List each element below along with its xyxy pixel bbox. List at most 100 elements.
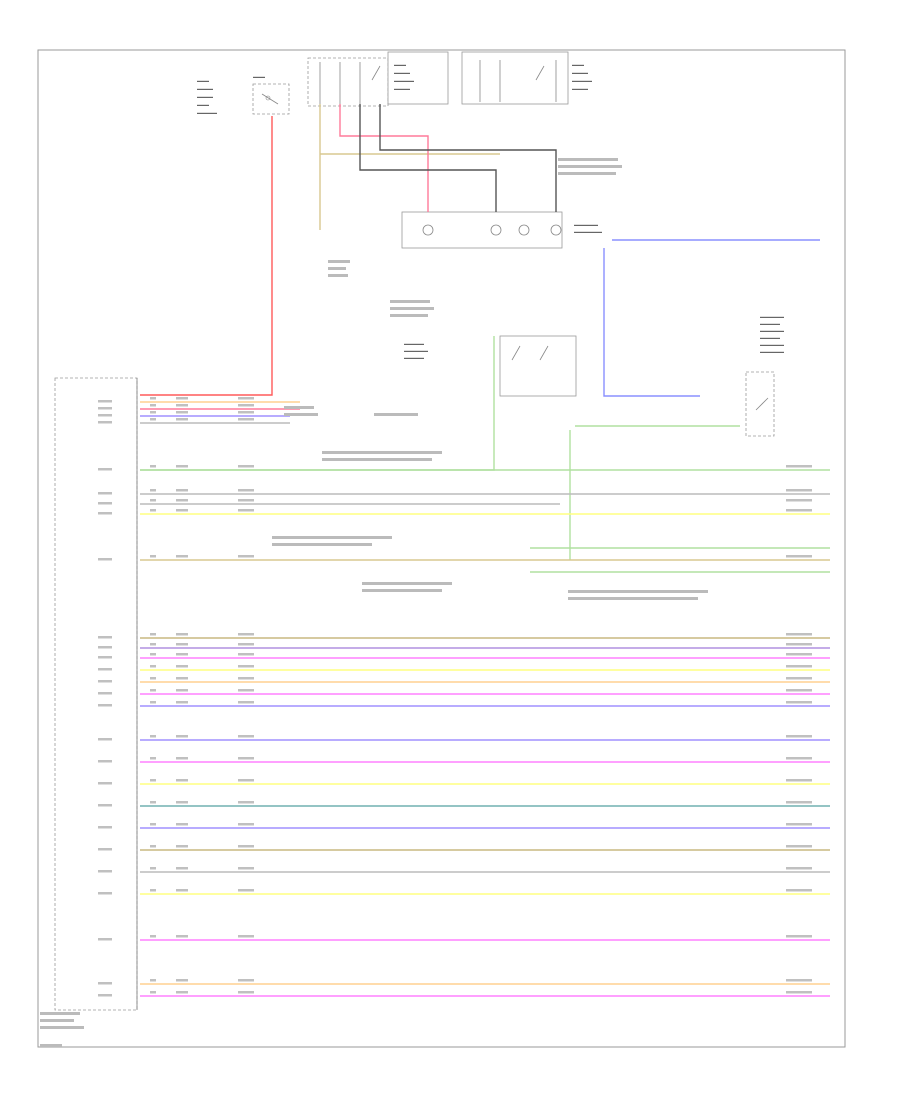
wire-end-label-bar (786, 677, 812, 680)
module-pin-name-bar (98, 704, 112, 707)
pin-label-bar (150, 935, 156, 938)
svg-text:▬▬▬: ▬▬▬ (197, 102, 209, 107)
pin-label-bar (238, 735, 254, 738)
pin-label-bar (176, 489, 188, 492)
pin-label-bar (176, 991, 188, 994)
wire-end-label-bar (786, 701, 812, 704)
svg-text:▬▬▬: ▬▬▬ (253, 74, 265, 79)
module-pin-name-bar (98, 738, 112, 741)
pin-label-bar (238, 677, 254, 680)
svg-text:▬▬▬▬: ▬▬▬▬ (197, 94, 213, 99)
pin-label-bar (176, 665, 188, 668)
wire-end-label-bar (786, 509, 812, 512)
pin-label-bar (176, 979, 188, 982)
label-bars (40, 158, 708, 1047)
pin-label-bar (150, 499, 156, 502)
svg-text:▬▬▬▬▬: ▬▬▬▬▬ (404, 355, 424, 360)
pin-label-bar (238, 465, 254, 468)
pin-label-bar (176, 653, 188, 656)
pin-label-bar (176, 465, 188, 468)
pin-label-bar (150, 801, 156, 804)
pin-label-bar (150, 643, 156, 646)
pin-label-bar (150, 397, 156, 400)
pin-label-bar (238, 397, 254, 400)
pin-label-bar (176, 404, 188, 407)
pin-label-bar (238, 643, 254, 646)
module-pin-name-bar (98, 804, 112, 807)
pin-label-bar (150, 991, 156, 994)
svg-text:▬▬▬: ▬▬▬ (572, 62, 584, 67)
svg-text:▬▬▬: ▬▬▬ (197, 78, 209, 83)
w-green-upper (140, 336, 740, 560)
module-pin-name-bar (98, 646, 112, 649)
pin-label-bar (150, 677, 156, 680)
svg-text:▬▬▬▬▬▬: ▬▬▬▬▬▬ (760, 342, 784, 347)
pin-label-bar (176, 935, 188, 938)
pin-label-bar (238, 404, 254, 407)
w-top-red-vert (140, 116, 273, 396)
pin-label-bar (176, 418, 188, 421)
pin-label-bar (176, 701, 188, 704)
w-blue-right (603, 239, 820, 397)
pin-label-bar (150, 411, 156, 414)
central-module: ▬▬▬▬▬▬ ▬▬▬▬▬▬▬ (401, 211, 602, 249)
pin-label-bar (238, 757, 254, 760)
pin-marks (98, 397, 812, 997)
pin-label-bar (238, 979, 254, 982)
wires-group (140, 104, 830, 997)
wire-end-label-bar (786, 499, 812, 502)
pin-label-bar (176, 867, 188, 870)
w-top-dark (359, 104, 557, 212)
svg-text:▬▬▬▬: ▬▬▬▬ (572, 86, 588, 91)
pin-label-bar (150, 735, 156, 738)
module-pin-name-bar (98, 636, 112, 639)
svg-text:▬▬▬▬▬▬: ▬▬▬▬▬▬ (574, 222, 598, 227)
pin-label-bar (150, 979, 156, 982)
module-pin-name-bar (98, 492, 112, 495)
wire-end-label-bar (786, 867, 812, 870)
pin-label-bar (150, 689, 156, 692)
svg-text:▬▬▬▬: ▬▬▬▬ (394, 70, 410, 75)
svg-text:▬▬▬▬▬: ▬▬▬▬▬ (404, 341, 424, 346)
module-pin-name-bar (98, 760, 112, 763)
wire-end-label-bar (786, 555, 812, 558)
module-pin-name-bar (98, 870, 112, 873)
left-module (54, 377, 138, 1011)
pin-label-bar (176, 735, 188, 738)
pin-label-bar (238, 689, 254, 692)
module-pin-name-bar (98, 892, 112, 895)
svg-text:▬▬▬▬▬: ▬▬▬▬▬ (197, 110, 217, 115)
pin-label-bar (176, 889, 188, 892)
pin-label-bar (176, 397, 188, 400)
pin-label-bar (238, 665, 254, 668)
wire-end-label-bar (786, 653, 812, 656)
pin-label-bar (150, 555, 156, 558)
module-pin-name-bar (98, 407, 112, 410)
pin-label-bar (238, 633, 254, 636)
pin-label-bar (238, 823, 254, 826)
pin-label-bar (238, 418, 254, 421)
pin-label-bar (150, 757, 156, 760)
module-pin-name-bar (98, 468, 112, 471)
module-pin-name-bar (98, 938, 112, 941)
pin-label-bar (176, 845, 188, 848)
wire-end-label-bar (786, 465, 812, 468)
module-pin-name-bar (98, 668, 112, 671)
module-pin-name-bar (98, 512, 112, 515)
diagram-frame (37, 49, 846, 1048)
top-left-relay: ▬▬▬ ▬▬▬▬ ▬▬▬▬ ▬▬▬ ▬▬▬▬▬ ▬▬▬ (197, 74, 290, 115)
pin-label-bar (150, 404, 156, 407)
svg-text:▬▬▬▬: ▬▬▬▬ (197, 86, 213, 91)
svg-text:▬▬▬▬▬▬▬: ▬▬▬▬▬▬▬ (574, 229, 602, 234)
wire-end-label-bar (786, 689, 812, 692)
wire-end-label-bar (786, 845, 812, 848)
top-right-switch-group: ▬▬▬ ▬▬▬▬ ▬▬▬▬▬ ▬▬▬▬ (461, 51, 592, 105)
pin-label-bar (176, 801, 188, 804)
pin-label-bar (150, 653, 156, 656)
module-pin-name-bar (98, 982, 112, 985)
module-pin-name-bar (98, 680, 112, 683)
wire-end-label-bar (786, 489, 812, 492)
pin-label-bar (238, 801, 254, 804)
pin-label-bar (176, 643, 188, 646)
pin-label-bar (238, 509, 254, 512)
